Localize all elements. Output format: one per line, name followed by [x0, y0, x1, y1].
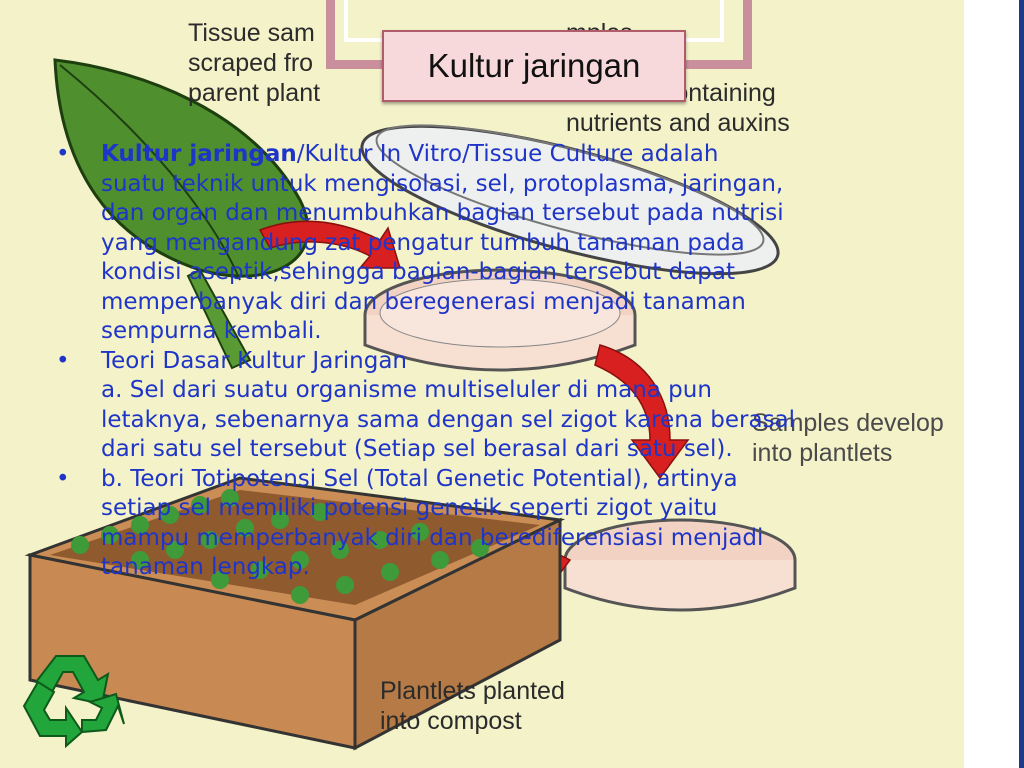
petri-dish-1-image [363, 268, 637, 372]
bullet-marker: • [56, 347, 70, 374]
bullet-item: • b. Teori Totipotensi Sel (Total Geneti… [56, 465, 956, 583]
figure-label-samples: Samples develop into plantlets [752, 409, 944, 467]
recycle-icon [22, 655, 125, 749]
bullet-line: yang mengandung zat pengatur tumbuh tana… [101, 229, 745, 256]
bullet-item: • Kultur jaringan/Kultur In Vitro/Tissue… [56, 140, 956, 347]
petri-dish-2-image [563, 518, 797, 612]
slide-right-margin [964, 0, 1024, 768]
figure-label-plantlets: Plantlets planted into compost [380, 677, 565, 735]
bullet-text: /Kultur In Vitro/Tissue Culture adalah [296, 141, 719, 167]
slide-edge-line [1019, 0, 1024, 768]
bullet-line: tanaman lengkap. [101, 554, 310, 580]
bullet-line: kondisi aseptik,sehingga bagian-bagian t… [101, 259, 735, 285]
bullet-line: memperbanyak diri dan beregenerasi menja… [101, 288, 746, 315]
bullet-line: b. Teori Totipotensi Sel (Total Genetic … [101, 465, 738, 492]
bullet-line: mampu memperbanyak diri dan berediferens… [101, 524, 764, 551]
bullet-line: setiap sel memiliki potensi genetik sepe… [101, 495, 718, 521]
bullet-marker: • [56, 465, 70, 492]
dish-lid-image [360, 124, 780, 276]
slide-body: • Kultur jaringan/Kultur In Vitro/Tissue… [56, 140, 956, 583]
title-box: Kultur jaringan [382, 30, 686, 102]
figure-label-tissue: Tissue sam scraped fro parent plant [188, 19, 321, 107]
bullet-line: Kultur jaringan/Kultur In Vitro/Tissue C… [101, 140, 956, 170]
bullet-line: dan organ dan menumbuhkan bagian tersebu… [101, 200, 784, 226]
bullet-line: a. Sel dari suatu organisme multiseluler… [101, 377, 712, 403]
bullet-line: letaknya, sebenarnya sama dengan sel zig… [101, 406, 796, 433]
bullet-line: suatu teknik untuk mengisolasi, sel, pro… [101, 170, 784, 197]
slide-title: Kultur jaringan [427, 47, 641, 84]
bullet-item: • Teori Dasar Kultur Jaringan a. Sel dar… [56, 347, 956, 465]
bullet-line: dari satu sel tersebut (Setiap sel beras… [101, 436, 733, 462]
bullet-marker: • [56, 141, 70, 167]
bullet-term: Kultur jaringan [101, 141, 297, 167]
compost-box-image [24, 476, 566, 751]
leaf-image [53, 58, 310, 370]
bullet-line: Teori Dasar Kultur Jaringan [101, 347, 408, 374]
bullet-line: sempurna kembali. [101, 318, 322, 344]
